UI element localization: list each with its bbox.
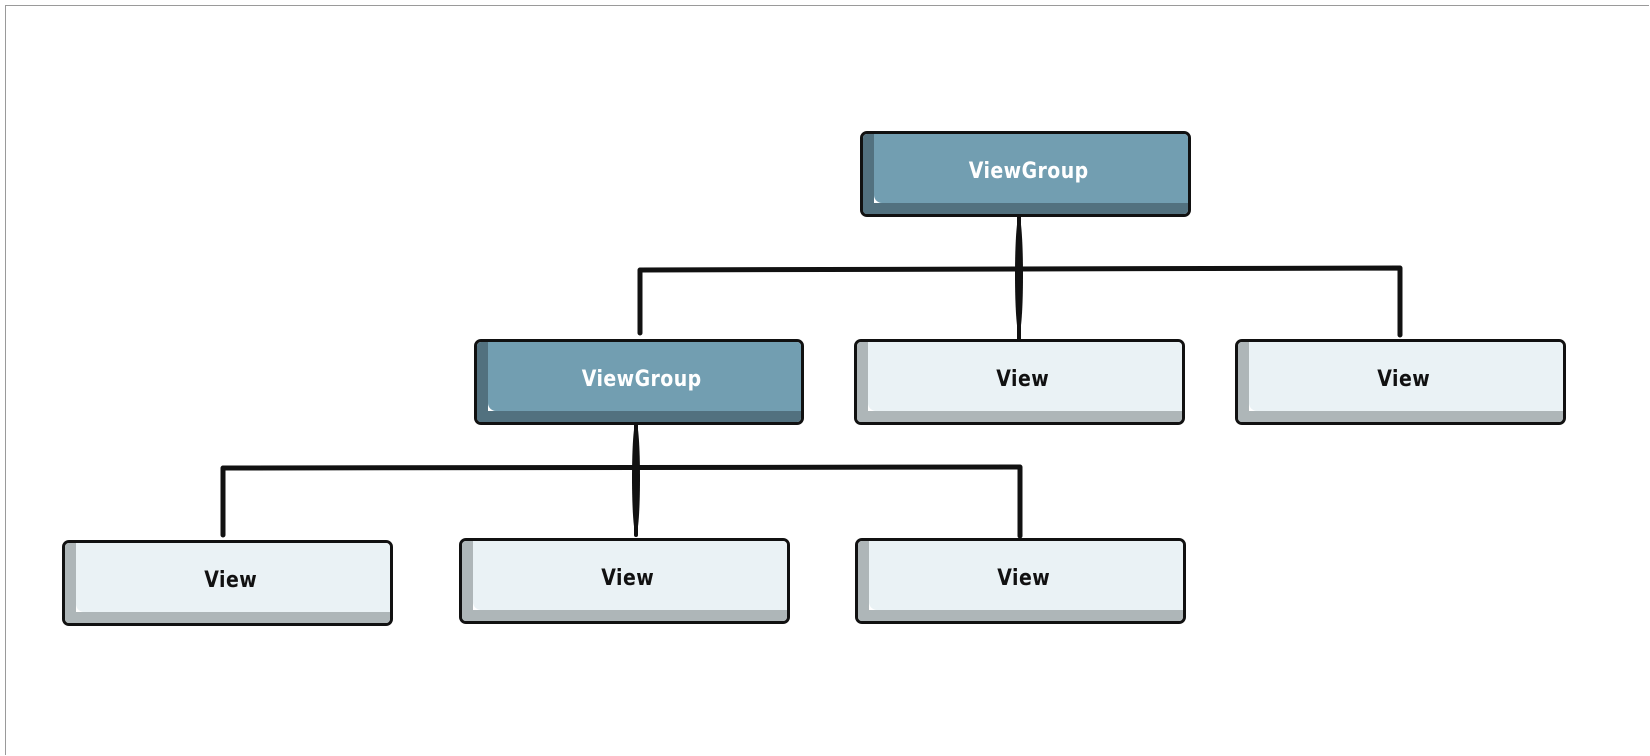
node-shadow [65, 543, 76, 623]
node-face [1249, 342, 1563, 411]
node-shadow [477, 342, 488, 422]
root-viewgroup-node: ViewGroup [860, 131, 1191, 217]
connector-group-bar [220, 464, 1023, 539]
node-face [76, 543, 390, 612]
node-label: View [601, 565, 654, 591]
node-shadow [1238, 342, 1249, 422]
node-shadow [477, 411, 801, 422]
view-node: View [855, 538, 1186, 624]
node-label: ViewGroup [582, 366, 702, 392]
node-label: View [1377, 366, 1430, 392]
node-face [488, 342, 801, 411]
view-node: View [854, 339, 1185, 425]
view-node: View [62, 540, 393, 626]
node-shadow [1238, 411, 1563, 422]
node-label: View [997, 565, 1050, 591]
node-shadow [863, 134, 874, 214]
node-shadow [65, 612, 390, 623]
node-label: View [996, 366, 1049, 392]
node-shadow [858, 610, 1183, 621]
view-node: View [1235, 339, 1566, 425]
node-face [869, 541, 1183, 610]
node-shadow [462, 610, 787, 621]
view-node: View [459, 538, 790, 624]
node-shadow [857, 342, 868, 422]
connector-group-trunk-thick [632, 422, 640, 534]
node-face [473, 541, 787, 610]
node-label: ViewGroup [968, 158, 1089, 184]
node-shadow [857, 411, 1182, 422]
connector-root-trunk-thick [1015, 217, 1023, 333]
node-label: View [204, 567, 257, 593]
child-viewgroup-node: ViewGroup [474, 339, 804, 425]
node-face [874, 134, 1188, 203]
node-shadow [858, 541, 869, 621]
node-face [868, 342, 1182, 411]
node-shadow [462, 541, 473, 621]
node-shadow [863, 203, 1188, 214]
